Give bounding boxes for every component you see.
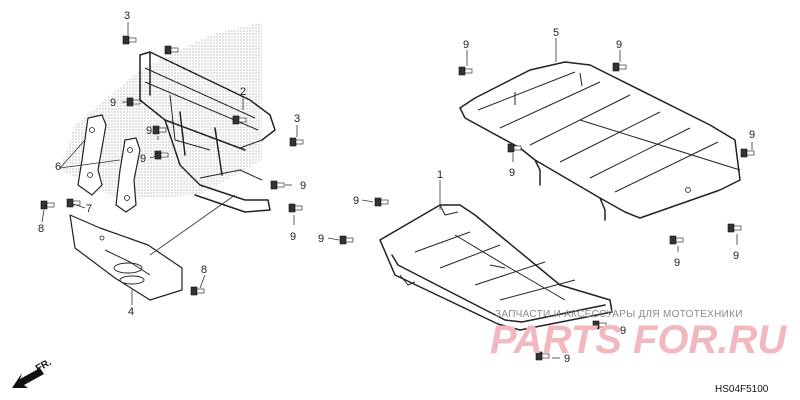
callout-9-j: 9 (509, 167, 515, 179)
callout-9-h: 9 (463, 39, 469, 51)
rear-carrier-part-6 (459, 61, 741, 221)
front-arrow-icon (12, 368, 44, 388)
callout-labels: 3 2 3 6 7 8 8 4 1 5 9 9 9 9 9 9 9 9 9 9 … (38, 10, 755, 337)
front-direction-indicator: FR. (12, 357, 54, 388)
watermark: ЗАПЧАСТИ И АКСЕССУАРЫ ДЛЯ МОТОТЕХНИКИ PA… (490, 309, 787, 362)
callout-9-n: 9 (620, 325, 626, 337)
callout-9-f: 9 (353, 195, 359, 207)
callout-1: 1 (437, 169, 443, 181)
callout-2: 2 (240, 86, 246, 98)
callout-4: 4 (128, 306, 134, 318)
callout-3-right: 3 (294, 113, 300, 125)
leader-lines (41, 22, 753, 359)
mid-carrier-part-1 (379, 204, 613, 331)
callout-6: 5 (553, 27, 559, 39)
side-brackets-part-5 (77, 114, 141, 213)
callout-9-c: 9 (140, 153, 146, 165)
callout-9-e: 9 (290, 231, 296, 243)
callout-9-i: 9 (616, 39, 622, 51)
skid-plate-part-4 (69, 214, 183, 301)
callout-3-top: 3 (124, 10, 130, 22)
front-carrier-part-2 (139, 51, 276, 213)
callout-9-a: 9 (110, 97, 116, 109)
callout-8-left: 8 (38, 223, 44, 235)
front-direction-label: FR. (34, 357, 54, 375)
callout-9-l: 9 (674, 257, 680, 269)
callout-9-o: 9 (564, 353, 570, 365)
callout-9-b: 9 (146, 125, 152, 137)
callout-7: 7 (86, 203, 92, 215)
callout-5: 6 (55, 161, 61, 173)
diagram-code: HS04F5100 (715, 384, 769, 395)
watermark-brand: PARTS FOR.RU (490, 318, 787, 362)
callout-9-k: 9 (749, 129, 755, 141)
callout-8-right: 8 (201, 264, 207, 276)
brand-background-pattern (60, 22, 262, 200)
callout-9-g: 9 (318, 233, 324, 245)
callout-9-d: 9 (300, 180, 306, 192)
watermark-subtitle: ЗАПЧАСТИ И АКСЕССУАРЫ ДЛЯ МОТОТЕХНИКИ (495, 309, 743, 320)
callout-9-m: 9 (733, 250, 739, 262)
